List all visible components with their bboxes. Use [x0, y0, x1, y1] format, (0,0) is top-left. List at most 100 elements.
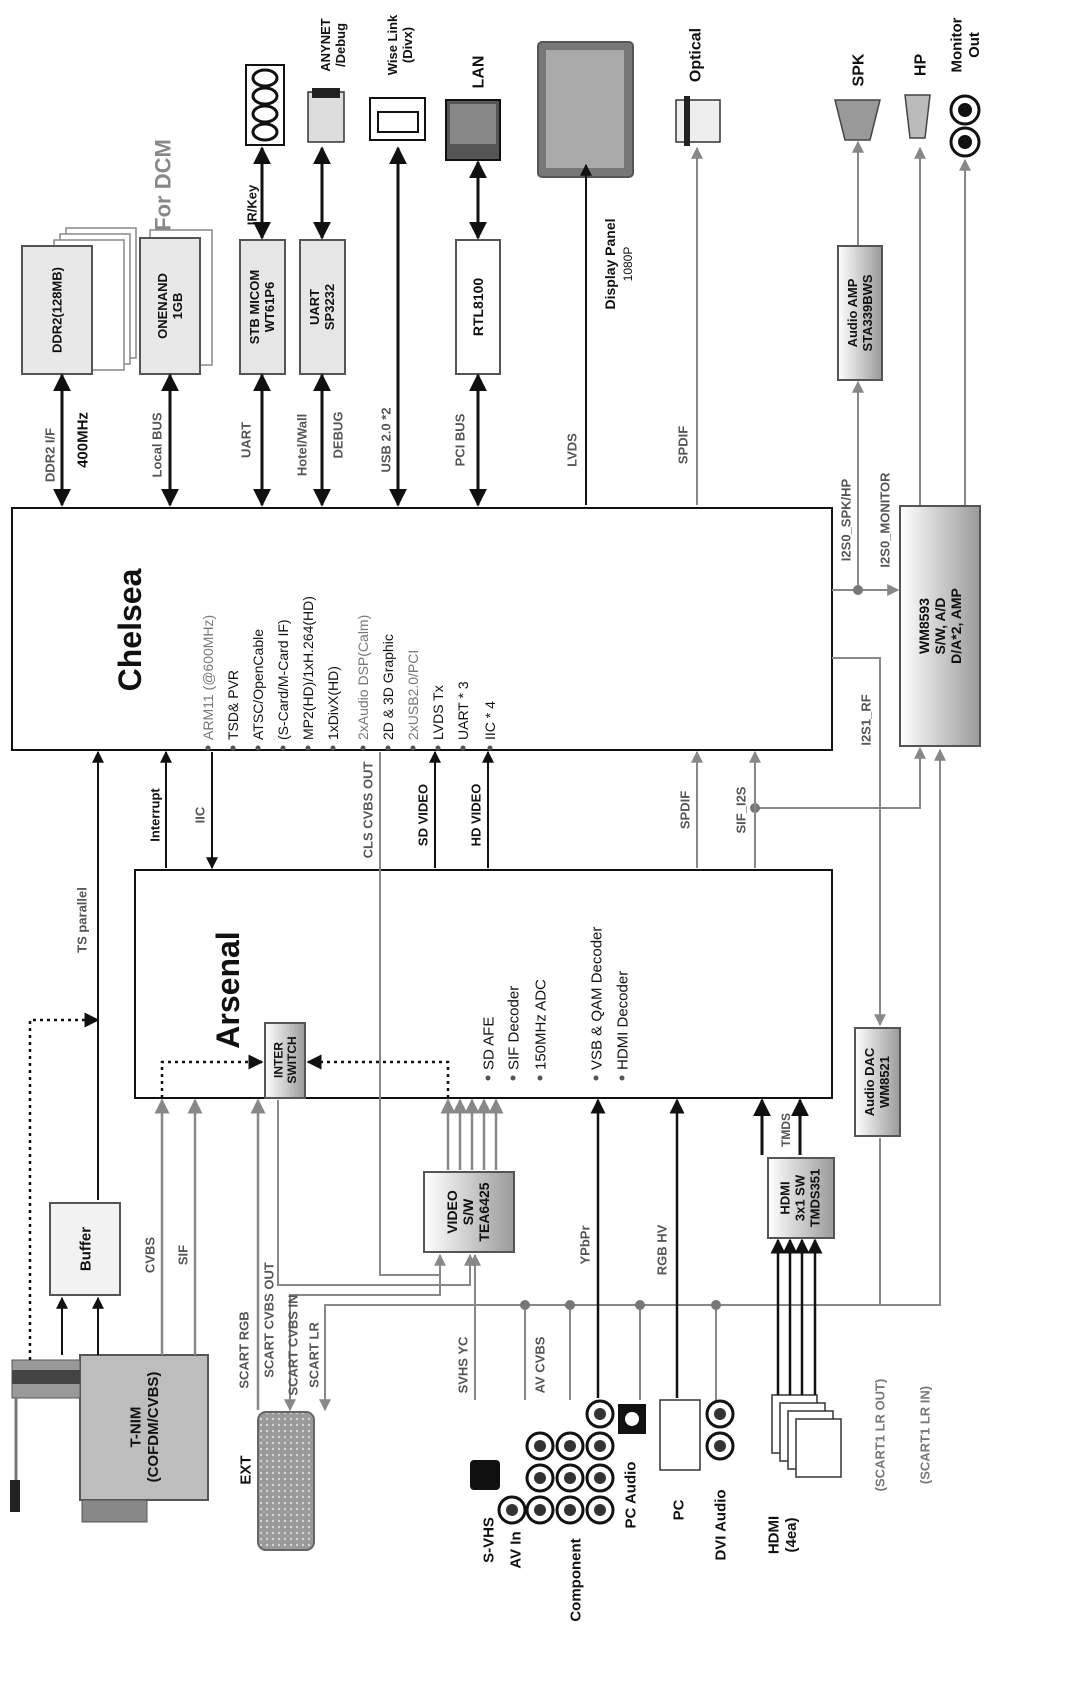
monitor-out-jack-center — [958, 103, 972, 117]
sd-video-label-group: SD VIDEO — [416, 784, 431, 846]
chelsea-bullet — [487, 745, 493, 751]
arsenal-feature-line: HDMI Decoder — [614, 971, 631, 1070]
chelsea-feature: 2xUSB2.0/PCI — [405, 650, 421, 740]
optical-label-line: Optical — [688, 28, 705, 82]
rca-jack-center — [534, 1504, 546, 1516]
tnim-foot — [81, 1499, 148, 1523]
ir-key-label-line: IR/Key — [245, 184, 260, 225]
chelsea-feature-line: 2xUSB2.0/PCI — [405, 650, 421, 740]
rtl-label-group: RTL8100 — [470, 278, 486, 337]
scart1-lr-out-label-group: (SCART1 LR OUT) — [873, 1379, 888, 1492]
scart1-lr-in-label-line: (SCART1 LR IN) — [918, 1386, 933, 1484]
spk-icon — [834, 99, 881, 141]
scart1-lr-in-label-group: (SCART1 LR IN) — [918, 1386, 933, 1484]
component-label-group: Component — [567, 1538, 584, 1621]
wm8593-label-line: WM8593 — [916, 598, 932, 654]
i2s1-rf-label: I2S1_RF — [859, 694, 874, 745]
svhs-label-group: S-VHS — [480, 1517, 497, 1563]
scart1-lr-out-label: (SCART1 LR OUT) — [873, 1379, 888, 1492]
av-in-label-line: AV In — [507, 1531, 524, 1568]
rgb-hv-label-group: RGB HV — [655, 1224, 670, 1275]
component-label: Component — [567, 1538, 584, 1621]
rca-jack-center — [534, 1472, 546, 1484]
spdif-top-label-line: SPDIF — [676, 426, 691, 464]
ir-key-label-group: IR/Key — [245, 184, 260, 225]
wm8593-label: WM8593S/W, A/DD/A*2, AMP — [916, 588, 964, 664]
i2s0-monitor-label: I2S0_MONITOR — [878, 472, 893, 568]
hd-video-label-group: HD VIDEO — [469, 784, 484, 847]
uart-chip-box — [299, 239, 346, 375]
wise-link-label-line: Wise Link — [385, 14, 400, 75]
chelsea-feature-line: ARM11 (@600MHz) — [200, 615, 216, 740]
display-res-label-group: 1080P — [621, 247, 635, 282]
rtl-label: RTL8100 — [470, 278, 486, 337]
uart-chip-label-line: SP3232 — [322, 284, 337, 330]
rgb-hv-label-line: RGB HV — [655, 1224, 670, 1275]
mhz-label: 400MHz — [74, 412, 91, 468]
av-cvbs-label-line: AV CVBS — [533, 1336, 548, 1393]
hp-icon — [904, 94, 931, 139]
scart-cvbs-in-label: SCART CVBS IN — [286, 1294, 301, 1395]
video-sw-label-line: TEA6425 — [476, 1182, 492, 1241]
optical-label: Optical — [688, 28, 705, 82]
cls-cvbs-out-label-line: CLS CVBS OUT — [361, 762, 376, 859]
chelsea-feature-line: 1xDivX(HD) — [325, 666, 341, 740]
i2s0-spk-label-group: I2S0_SPK/HP — [839, 478, 854, 561]
wm8593-label-line: S/W, A/D — [932, 597, 948, 654]
buffer-label-line: Buffer — [77, 1227, 94, 1271]
rca-jack-center — [714, 1408, 726, 1420]
tnim-label-group: T-NIM(COFDM/CVBS) — [128, 1372, 162, 1483]
ts-parallel-label-group: TS parallel — [75, 887, 90, 953]
hdmi-sw-label-line: HDMI — [778, 1181, 793, 1214]
av-in-label: AV In — [507, 1531, 524, 1568]
ypbpr-label-line: YPbPr — [578, 1225, 593, 1264]
iic-label-line: IIC — [193, 806, 208, 823]
anynet-icon — [307, 91, 345, 143]
arsenal-bullet — [619, 1075, 625, 1081]
optical-icon-bar — [684, 96, 690, 146]
pc-audio-junction — [635, 1300, 645, 1310]
spdif-mid-label-line: SPDIF — [678, 791, 693, 829]
component-label-line: Component — [567, 1538, 584, 1621]
lvds-label-line: LVDS — [565, 433, 580, 467]
usb-label-group: USB 2.0 *2 — [379, 407, 394, 472]
local-bus-label: Local BUS — [150, 412, 165, 477]
rca-jack-center — [564, 1440, 576, 1452]
spdif-top-label: SPDIF — [676, 426, 691, 464]
scart-cvbs-in-label-group: SCART CVBS IN — [286, 1294, 301, 1395]
monitor-out-label: MonitorOut — [949, 17, 983, 72]
chelsea-bullet — [435, 745, 441, 751]
tnim-box — [79, 1354, 209, 1501]
chelsea-bullet — [305, 745, 311, 751]
tnim-label: T-NIM(COFDM/CVBS) — [128, 1372, 162, 1483]
arsenal-feature: SD AFE — [480, 1017, 497, 1070]
arsenal-feature-line: SD AFE — [480, 1017, 497, 1070]
anynet-label-group: ANYNET/Debug — [318, 18, 348, 72]
chelsea-bullet — [330, 745, 336, 751]
audio-dac-label-line: WM8521 — [877, 1056, 892, 1108]
chelsea-feature: TSD& PVR — [225, 670, 241, 740]
inter-switch-label-line: SWITCH — [285, 1036, 299, 1083]
component-junction — [565, 1300, 575, 1310]
ddr2-label: DDR2(128MB) — [50, 267, 65, 353]
buffer-label-group: Buffer — [77, 1227, 94, 1271]
chelsea-feature: ATSC/OpenCable — [250, 629, 266, 740]
arsenal-feature: 150MHz ADC — [532, 979, 549, 1070]
chelsea-feature-line: IIC * 4 — [482, 701, 498, 740]
wise-link-icon-inner — [377, 111, 419, 133]
scart-lr-label-line: SCART LR — [307, 1322, 322, 1388]
av-cvbs-junction — [520, 1300, 530, 1310]
rca-jack-center — [594, 1472, 606, 1484]
scart1-lr-in-label: (SCART1 LR IN) — [918, 1386, 933, 1484]
tmds-label-group: TMDS — [779, 1113, 793, 1147]
ext-label: EXT — [237, 1455, 254, 1484]
scart-rgb-label: SCART RGB — [237, 1311, 252, 1388]
audio-amp-label-group: Audio AMPSTA339BWS — [845, 274, 875, 351]
rtl-label-line: RTL8100 — [470, 278, 486, 337]
hp-label-group: HP — [913, 54, 930, 77]
uart-chip-label: UARTSP3232 — [307, 284, 337, 330]
arsenal-feature: HDMI Decoder — [614, 971, 631, 1070]
debug-label-group: DEBUG — [331, 412, 346, 459]
i2s0-spk-label-line: I2S0_SPK/HP — [839, 478, 854, 561]
